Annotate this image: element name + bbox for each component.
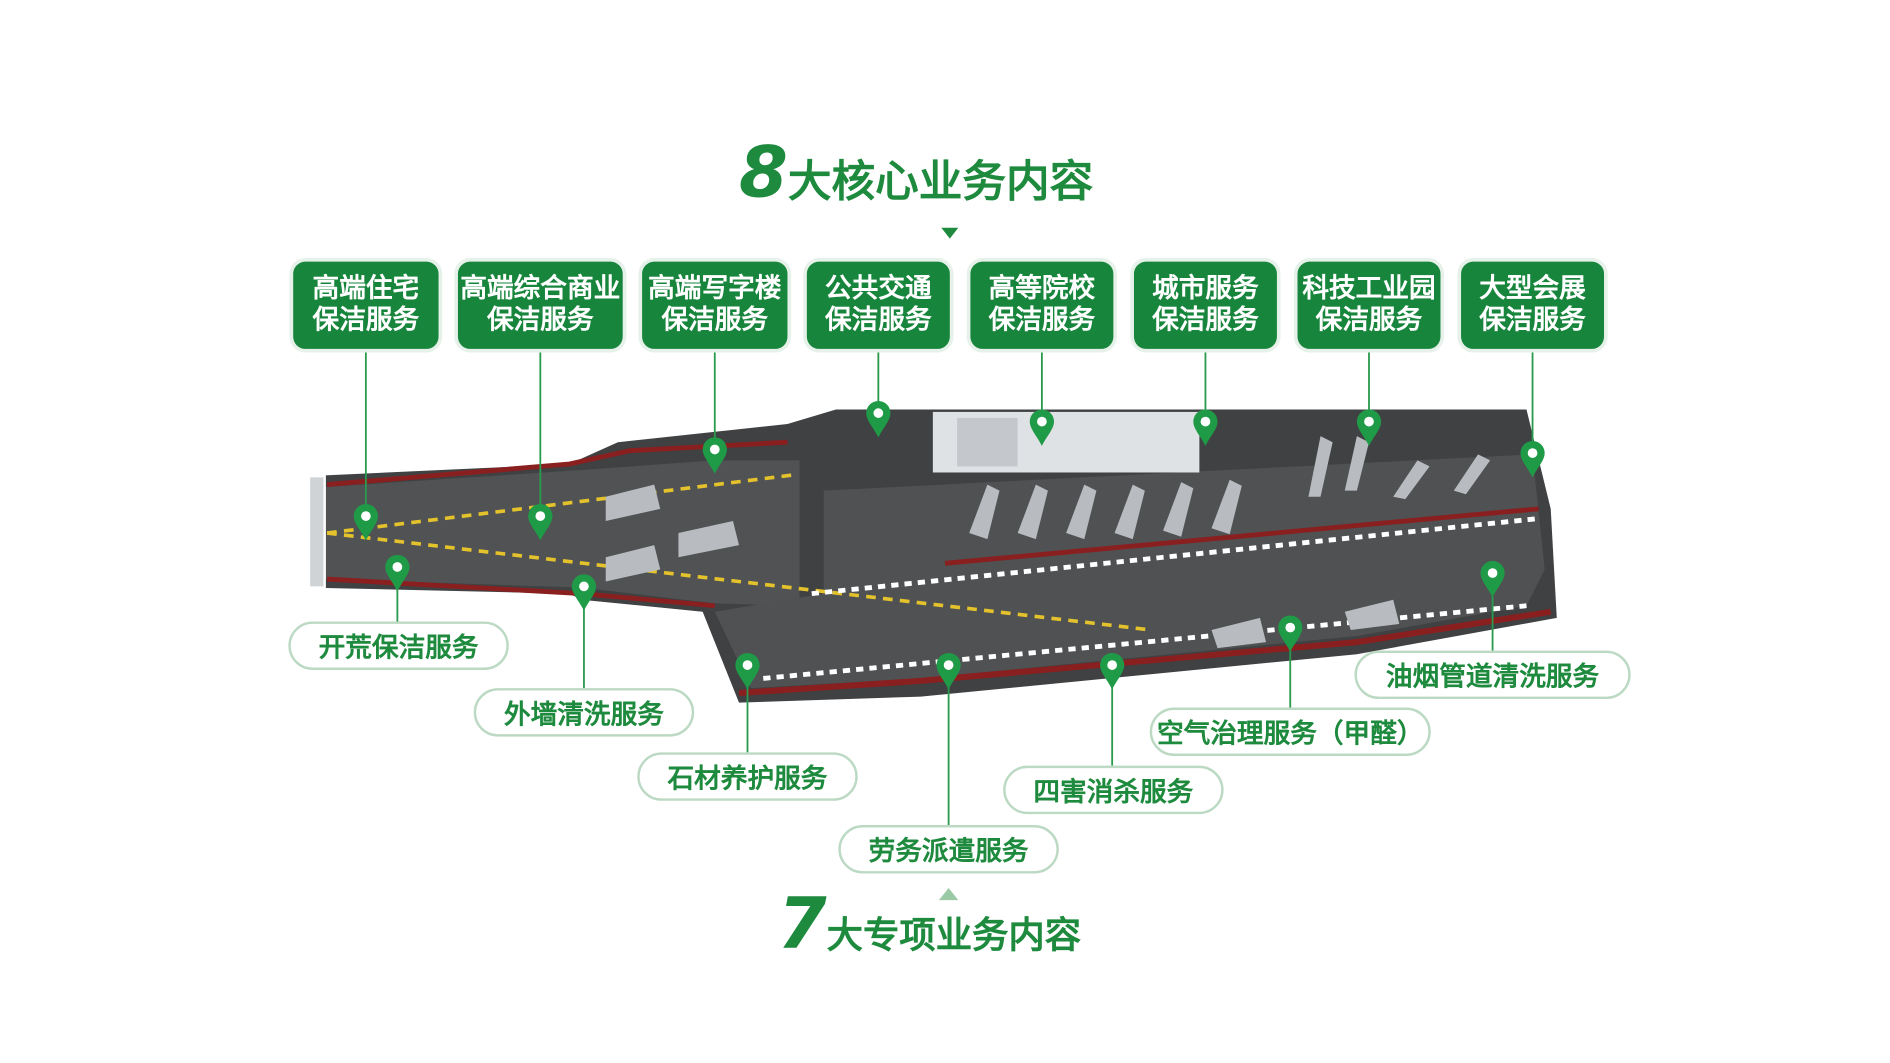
map-pin-dot xyxy=(873,408,884,418)
title-number: 7 xyxy=(777,881,827,965)
label-line1: 大型会展 xyxy=(1479,273,1586,305)
special-service-pill: 石材养护服务 xyxy=(637,752,858,801)
map-pin-dot xyxy=(1364,416,1374,427)
map-pin-dot xyxy=(1107,660,1118,670)
special-service-pill: 四害消杀服务 xyxy=(1003,765,1224,815)
title-number: 8 xyxy=(739,130,788,214)
title-text: 大专项业务内容 xyxy=(826,914,1082,958)
label-line2: 保洁服务 xyxy=(487,305,594,336)
label-line2: 保洁服务 xyxy=(312,305,420,336)
location-pins xyxy=(353,401,1545,690)
map-pin-dot xyxy=(579,581,589,592)
map-pin-dot xyxy=(361,511,371,521)
label-line2: 保洁服务 xyxy=(1152,305,1259,336)
core-service-industrial-park: 科技工业园保洁服务 xyxy=(1297,261,1441,349)
label-line2: 保洁服务 xyxy=(988,305,1096,336)
label-line1: 高端住宅 xyxy=(312,273,420,305)
map-pin-icon xyxy=(1520,440,1545,478)
map-pin-dot xyxy=(1527,448,1538,458)
map-pin-icon xyxy=(1029,409,1055,446)
core-service-exhibition: 大型会展保洁服务 xyxy=(1461,261,1605,349)
title-text: 大核心业务内容 xyxy=(787,157,1094,208)
map-pin-dot xyxy=(1285,622,1296,633)
special-service-pill: 劳务派遣服务 xyxy=(838,825,1059,874)
aircraft-group xyxy=(605,436,1491,649)
special-services-title: 7大专项业务内容 xyxy=(778,882,1081,964)
label-line1: 高端综合商业 xyxy=(460,273,621,305)
map-pin-icon xyxy=(385,554,410,592)
core-service-office: 高端写字楼保洁服务 xyxy=(642,261,788,349)
core-service-city: 城市服务保洁服务 xyxy=(1133,261,1277,349)
label-line2: 保洁服务 xyxy=(661,305,769,336)
map-pin-icon xyxy=(1193,409,1218,446)
down-triangle-icon xyxy=(941,227,959,239)
map-pin-icon xyxy=(702,437,727,474)
label-line2: 保洁服务 xyxy=(825,305,932,336)
label-line1: 城市服务 xyxy=(1152,273,1259,305)
label-line1: 公共交通 xyxy=(825,273,932,305)
map-pin-dot xyxy=(943,660,954,670)
map-pin-icon xyxy=(1100,652,1125,690)
label-line1: 高端写字楼 xyxy=(648,273,782,305)
special-service-pill: 空气治理服务（甲醛） xyxy=(1149,707,1431,756)
map-pin-icon xyxy=(528,503,553,541)
core-service-transit: 公共交通保洁服务 xyxy=(806,261,950,349)
map-pin-icon xyxy=(571,574,597,611)
map-pin-icon xyxy=(1480,560,1505,598)
special-service-pill: 外墙清洗服务 xyxy=(473,688,695,737)
map-pin-icon xyxy=(866,401,891,438)
core-service-commercial: 高端综合商业保洁服务 xyxy=(457,261,623,349)
map-pin-icon xyxy=(1356,409,1382,446)
special-service-pill: 油烟管道清洗服务 xyxy=(1354,650,1631,700)
map-pin-dot xyxy=(709,444,720,455)
map-pin-icon xyxy=(353,503,378,541)
label-line1: 科技工业园 xyxy=(1302,273,1436,305)
map-pin-dot xyxy=(535,511,546,521)
map-pin-icon xyxy=(735,652,760,690)
up-triangle-icon xyxy=(938,888,959,901)
special-service-pill: 开荒保洁服务 xyxy=(288,621,509,670)
map-pin-dot xyxy=(1487,568,1498,578)
label-line2: 保洁服务 xyxy=(1479,305,1586,336)
map-pin-dot xyxy=(742,660,753,670)
core-services-title: 8大核心业务内容 xyxy=(739,131,1093,213)
map-pin-dot xyxy=(1200,416,1211,427)
core-service-residential: 高端住宅保洁服务 xyxy=(293,261,439,349)
map-pin-icon xyxy=(1278,615,1303,652)
map-pin-dot xyxy=(392,562,403,572)
map-pin-icon xyxy=(936,652,961,690)
label-line1: 高等院校 xyxy=(988,273,1096,305)
label-line2: 保洁服务 xyxy=(1315,305,1423,336)
map-pin-dot xyxy=(1037,416,1047,427)
core-service-university: 高等院校保洁服务 xyxy=(970,261,1114,349)
